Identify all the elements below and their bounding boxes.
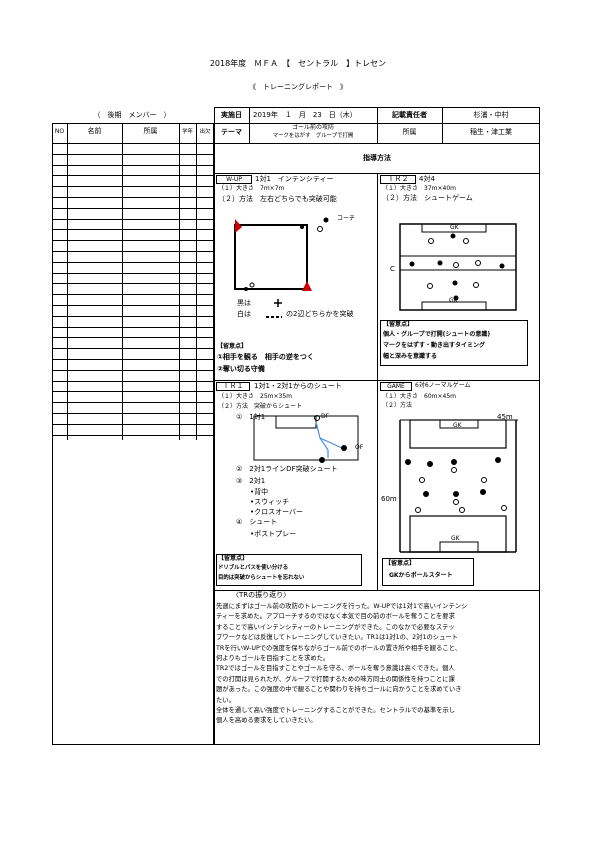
reflection-body: 先週にまずはゴール前の攻防のトレーニングを行った。W-UPでは1対1で高いインテ… xyxy=(216,602,538,727)
game-method: （２）方法 xyxy=(382,402,413,409)
game-note-title: 【留意点】 xyxy=(385,560,416,567)
game-width-label: 45m xyxy=(497,413,513,421)
wup-size: （１）大きさ 7m×7m xyxy=(218,185,285,192)
affiliation-value: 稲生・津工業 xyxy=(470,128,512,136)
game-size: （１）大きさ 60m×45m xyxy=(382,393,456,400)
tr1-sub4: •ポストプレー xyxy=(250,530,297,538)
tr1-step2: ② 2対1ラインDF突破シュート xyxy=(236,465,338,473)
tr2-method: （２）方法 シュートゲーム xyxy=(382,194,473,202)
tr1-method: （２）方法 突破からシュート xyxy=(218,403,303,410)
wup-title: W-UP xyxy=(226,176,242,183)
date-label: 実施日 xyxy=(221,111,242,119)
tr2-note2: マークをはずす・動き出すタイミング xyxy=(383,342,486,349)
wup-diagram xyxy=(234,217,329,318)
tr2-coach-label: C xyxy=(390,265,395,273)
wup-name: 1対1 インテンシティー xyxy=(255,175,334,183)
reflection-line: 題があった。この強度の中で観ることや関わりを持ちゴールに向かうことを求めていき xyxy=(216,686,462,694)
reflection-line: 全体を通して高い強度でトレーニングすることができた。セントラルでの基準を示し xyxy=(216,707,456,715)
tr1-note-title: 【留意点】 xyxy=(218,555,249,562)
theme-line2: マークをはがす グループで打開 xyxy=(272,133,354,139)
col-no: NO xyxy=(54,128,65,135)
report-subtitle: 《 トレーニングレポート 》 xyxy=(249,83,347,91)
tr1-step1: ① 1対1 xyxy=(236,413,266,421)
reflection-line: 何よりもゴールを目指すことを求めた。 xyxy=(216,655,330,663)
affiliation-label: 所属 xyxy=(402,128,417,136)
tr1-title: ＴＲ１ xyxy=(222,382,244,390)
tr1-note1: ドリブルとパスを使い分ける xyxy=(218,565,289,571)
tr1-step3: ③ 2対1 xyxy=(236,477,266,485)
col-name: 名前 xyxy=(87,127,102,135)
wup-note2: ②奪い切る守備 xyxy=(217,365,265,373)
tr1-sub2: •スウィッチ xyxy=(250,498,290,506)
game-note1: GKからボールスタート xyxy=(389,572,453,579)
legend-black: 黒は xyxy=(237,299,251,307)
tr2-title: ＴＲ２ xyxy=(387,175,409,183)
tr2-note-title: 【留意点】 xyxy=(383,321,414,328)
reflection-line: 先週にまずはゴール前の攻防のトレーニングを行った。W-UPでは1対1で高いインテ… xyxy=(216,603,468,610)
tr1-of-label: OF xyxy=(355,444,364,451)
tr2-name: 4対4 xyxy=(419,175,435,183)
game-gk-bottom: GK xyxy=(451,535,460,542)
tr2-gk-bottom: GK xyxy=(449,297,458,304)
reflection-line: プワークなどは反復してトレーニングしていきたい。TR1は1対1の、2対1のシュー… xyxy=(216,634,458,642)
reflection-line: TRを行いW-UPでの強度を保ちながらゴール前でのボールの置き所や相手を観ること… xyxy=(216,644,462,652)
tr2-note3: 幅と深みを意識する xyxy=(383,353,438,360)
theme-line1: ゴール前の攻防 xyxy=(291,124,334,131)
tr2-size: （１）大きさ 37m×40m xyxy=(382,185,456,192)
reflection-line: たい。 xyxy=(216,696,235,704)
col-attendance: 出欠 xyxy=(199,129,211,135)
tr1-note2: 目的は突破からシュートを忘れない xyxy=(218,575,305,581)
wup-note-title: 【留意点】 xyxy=(217,343,248,350)
members-heading: （ 後期 メンバー ） xyxy=(93,111,171,119)
guidance-heading: 指導方法 xyxy=(363,154,391,162)
col-grade: 学年 xyxy=(182,129,193,135)
tr1-name: 1対1・2対1からのシュート xyxy=(254,382,342,390)
tr2-note1: 個人・グループで打開(シュートの意識) xyxy=(383,331,491,338)
theme-label: テーマ xyxy=(221,128,242,136)
reflection-line: TR2ではゴールを目指すことやゴールを守る、ボールを奪う意識は高くできた。個人 xyxy=(216,665,455,673)
reflection-line: での打開は見られたが、グループで打開するための味方同士の関係性を持つことに課 xyxy=(216,675,455,683)
tr1-diagram xyxy=(253,415,359,463)
tr1-step4: ④ シュート xyxy=(236,518,278,526)
game-diagram xyxy=(399,419,518,553)
tr2-gk-top: GK xyxy=(450,224,459,231)
col-affiliation: 所属 xyxy=(143,127,158,135)
tr2-diagram xyxy=(399,223,517,311)
tr1-sub3: •クロスオーバー xyxy=(250,508,304,516)
wup-note1: ①相手を観る 相手の逆をつく xyxy=(217,353,314,361)
reflection-title: 〈TRの振り返り〉 xyxy=(232,591,291,599)
game-length-label: 60m xyxy=(381,495,397,503)
tr1-size: （１）大きさ 25m×35m xyxy=(218,393,292,400)
coach-label: コーチ xyxy=(337,215,356,222)
game-title: GAME xyxy=(387,383,405,390)
legend-desc: の2辺どちらかを突破 xyxy=(286,310,354,318)
wup-method: （２）方法 左右どちらでも突破可能 xyxy=(218,195,337,203)
reflection-line: ティーを求めた。アプローチするのではなく本気で目の前のボールを奪うことを要求 xyxy=(216,613,455,621)
date-value: 2019年 １ 月 23 日（木） xyxy=(253,111,357,119)
recorder-label: 記載責任者 xyxy=(392,111,427,119)
game-gk-top: GK xyxy=(453,422,462,429)
tr1-sub1: •背中 xyxy=(250,488,269,496)
game-name: 6対6ノーマルゲーム xyxy=(415,382,471,389)
reflection-line: 個人を高める要求をしていきたい。 xyxy=(216,717,317,725)
legend-white: 白は xyxy=(237,310,251,318)
recorder-value: 杉浦・中村 xyxy=(473,111,509,119)
reflection-line: することで高いインテンシティーのトレーニングができた。このなかで必要なステッ xyxy=(216,623,455,631)
tr1-df-label: DF xyxy=(321,413,330,420)
report-title: 2018年度 ＭＦＡ 【 セントラル 】トレセン xyxy=(209,59,387,68)
